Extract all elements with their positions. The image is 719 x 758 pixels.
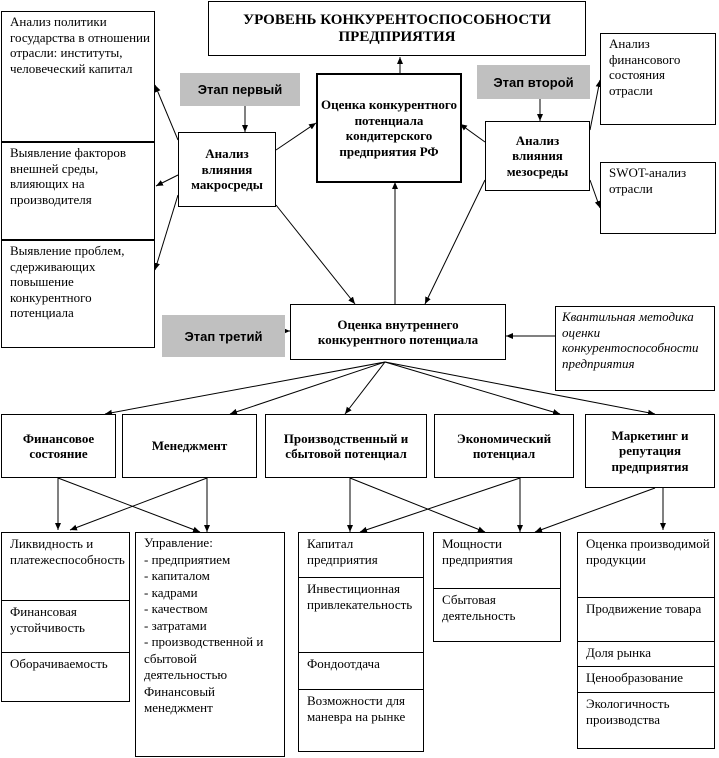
- center-box: Оценка конкурентного потенциала кондитер…: [316, 73, 462, 183]
- finance-item: Оборачиваемость: [10, 656, 108, 671]
- arrow-meso-to-swot: [589, 179, 601, 209]
- production-item: Капитал предприятия: [299, 533, 423, 578]
- management-details: Управление: - предприятием - капиталом -…: [135, 532, 285, 757]
- marketing-details: Оценка производимой продукции Продвижени…: [577, 532, 715, 749]
- stage-first-label: Этап первый: [180, 73, 300, 106]
- arrow-meso-to-center: [459, 123, 486, 143]
- category-economic: Экономический потенциал: [434, 414, 574, 478]
- left-box-problems: Выявление проблем, сдерживающих повышени…: [1, 240, 155, 348]
- meso-box: Анализ влияния мезосреды: [485, 121, 590, 191]
- production-details: Капитал предприятия Инвестиционная привл…: [298, 532, 424, 752]
- arrow-meso-to-internal: [424, 179, 486, 305]
- arrow-to-economic: [384, 361, 561, 415]
- arrow-macro-to-internal: [275, 204, 356, 305]
- arrow-fin-to-manage: [57, 477, 201, 533]
- arrow-to-finance: [104, 361, 386, 416]
- marketing-item: Оценка производимой продукции: [578, 533, 714, 598]
- marketing-item: Доля рынка: [578, 642, 714, 667]
- production-item: Инвестиционная привлекательность: [299, 578, 423, 653]
- finance-item: Ликвидность и платежеспособность: [2, 533, 129, 601]
- method-box: Квантильная методика оценки конкурентосп…: [555, 306, 715, 391]
- category-marketing: Маркетинг и репутация предприятия: [585, 414, 715, 488]
- marketing-item: Продвижение товара: [578, 598, 714, 642]
- arrow-eco-to-cap: [359, 477, 521, 533]
- arrow-to-marketing: [384, 361, 656, 416]
- arrow-to-management: [229, 361, 386, 415]
- finance-details: Ликвидность и платежеспособность Финансо…: [1, 532, 130, 702]
- macro-box: Анализ влияния макросреды: [178, 132, 276, 207]
- arrow-macro-to-center: [275, 122, 317, 151]
- marketing-item: Ценообразование: [578, 667, 714, 693]
- arrow-meso-to-fin: [589, 79, 602, 131]
- arrow-mkt-to-power: [534, 487, 656, 533]
- arrow-macro-to-box1: [154, 84, 179, 141]
- left-box-factors: Выявление факторов внешней среды, влияющ…: [1, 142, 155, 240]
- arrow-to-production: [344, 361, 386, 415]
- production-item: Фондоотдача: [299, 653, 423, 690]
- economic-details: Мощности предприятия Сбытовая деятельнос…: [433, 532, 561, 642]
- internal-box: Оценка внутреннего конкурентного потенци…: [290, 304, 506, 360]
- title-box: УРОВЕНЬ КОНКУРЕНТОСПОСОБНОСТИ ПРЕДПРИЯТИ…: [208, 1, 586, 56]
- right-box-swot: SWOT-анализ отрасли: [600, 162, 716, 234]
- stage-second-label: Этап второй: [477, 65, 590, 99]
- arrow-mgmt-to-liq: [69, 477, 208, 531]
- finance-item: Финансовая устойчивость: [2, 601, 129, 653]
- left-box-policy: Анализ политики государства в отношении …: [1, 11, 155, 142]
- category-production: Производственный и сбытовой потенциал: [265, 414, 427, 478]
- category-finance: Финансовое состояние: [1, 414, 116, 478]
- economic-item: Мощности предприятия: [434, 533, 560, 589]
- production-item: Возможности для маневра на рынке: [307, 693, 406, 724]
- right-box-finance: Анализ финансового состояния отрасли: [600, 33, 716, 125]
- category-management: Менеджмент: [122, 414, 257, 478]
- stage-third-label: Этап третий: [162, 315, 285, 357]
- arrow-macro-to-box3: [154, 194, 179, 271]
- arrow-macro-to-box2: [155, 174, 179, 187]
- arrow-prod-to-power: [349, 477, 486, 533]
- marketing-item: Экологичность производства: [586, 696, 670, 727]
- economic-item: Сбытовая деятельность: [442, 592, 516, 623]
